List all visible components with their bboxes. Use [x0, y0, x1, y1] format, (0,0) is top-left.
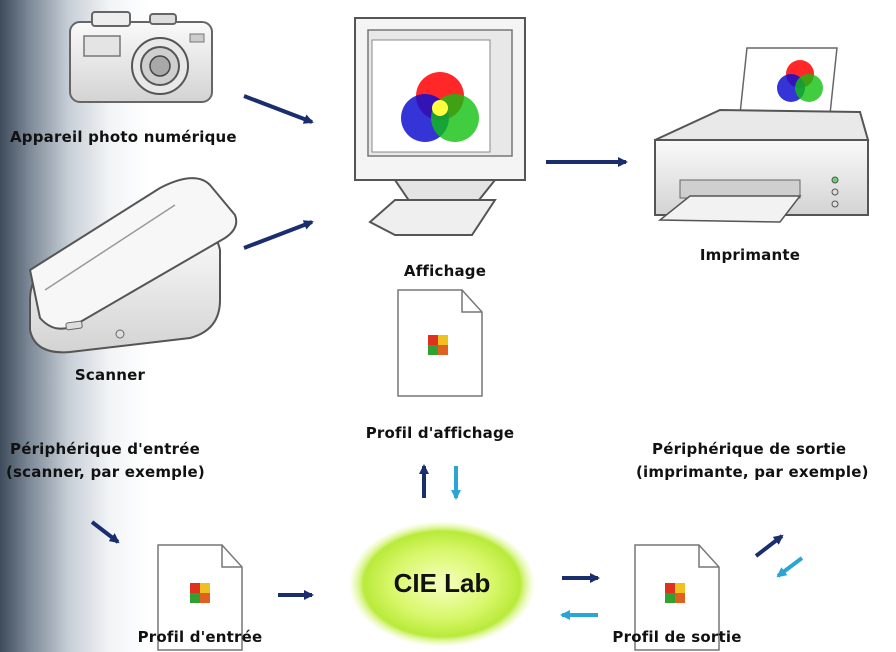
output-profile-doc-icon — [634, 544, 720, 651]
cie-lab-glow — [350, 522, 534, 646]
input-peripheral-arrow — [90, 520, 120, 544]
output-profile-to-peripheral-arrow — [754, 534, 784, 558]
display-profile-doc-icon — [397, 289, 483, 397]
rgb-circles-icon — [401, 72, 479, 142]
input-profile-label: Profil d'entrée — [137, 628, 263, 646]
output-peripheral-label-line1: Périphérique de sortie — [652, 440, 847, 458]
input-peripheral-label-line1: Périphérique d'entrée — [10, 440, 200, 458]
rgb-circles-small-icon — [777, 60, 823, 102]
peripheral-to-output-profile-arrow — [776, 556, 804, 578]
scanner-to-display-arrow — [243, 220, 314, 250]
output-peripheral-label-line2: (imprimante, par exemple) — [636, 463, 869, 481]
display-profile-label: Profil d'affichage — [365, 424, 515, 442]
camera-icon — [69, 11, 213, 103]
monitor-icon — [354, 17, 526, 236]
input-peripheral-label-line2: (scanner, par exemple) — [6, 463, 205, 481]
printer-label: Imprimante — [699, 246, 801, 264]
output-profile-label: Profil de sortie — [612, 628, 742, 646]
scanner-icon — [28, 177, 238, 354]
input-profile-doc-icon — [157, 544, 243, 651]
camera-to-display-arrow — [243, 94, 314, 124]
display-label: Affichage — [403, 262, 487, 280]
camera-label: Appareil photo numérique — [10, 128, 237, 146]
cie-lab-label: CIE Lab — [393, 568, 491, 598]
scanner-label: Scanner — [74, 366, 146, 384]
printer-icon — [654, 47, 870, 223]
